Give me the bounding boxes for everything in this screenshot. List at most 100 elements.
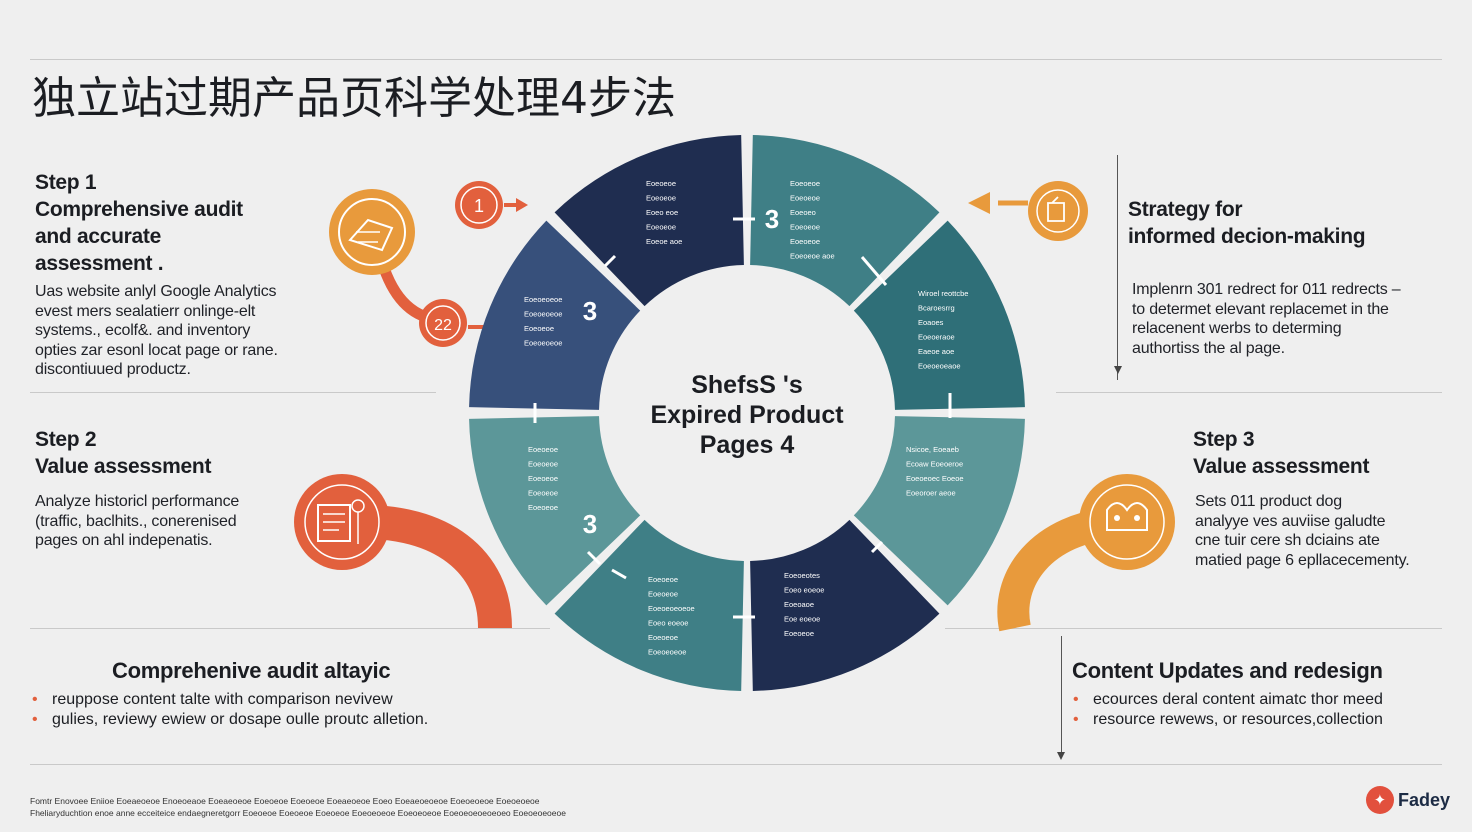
segment-text-line: Nsicoe, Eoeaeb bbox=[906, 445, 959, 454]
step2-body-line: Analyze historicl performance bbox=[35, 493, 240, 510]
step2-body-line: (traffic, baclhits., conerenised bbox=[35, 512, 237, 530]
segment-text-line: Eoeoeoeaoe bbox=[918, 362, 961, 371]
segment-number: 3 bbox=[583, 509, 597, 539]
segment-number: 3 bbox=[765, 204, 779, 234]
step2-body-line: pages on ahl indepenatis. bbox=[35, 532, 213, 549]
step2-body: Analyze historicl performance (traffic, … bbox=[35, 492, 239, 551]
brand-name: Fadey bbox=[1397, 789, 1450, 810]
wheel-segment-2 bbox=[853, 220, 1025, 410]
wheel-center bbox=[603, 269, 891, 557]
wheel-segment-4 bbox=[750, 519, 940, 691]
segment-text-line: Eoeoeoe bbox=[524, 324, 554, 333]
step2-label: Step 2 bbox=[35, 428, 97, 451]
right-low-rule bbox=[945, 628, 1442, 629]
segment-text-line: Eoeoeoeoe bbox=[524, 339, 562, 348]
step3-body-line: matied page 6 epllacecementy. bbox=[1195, 551, 1410, 569]
content-vline bbox=[1061, 636, 1062, 756]
segment-text-line: Eoeoeraoe bbox=[918, 333, 955, 342]
svg-text:22: 22 bbox=[434, 317, 452, 334]
step1-heading-line-3: assessment . bbox=[35, 252, 164, 275]
list-item: •gulies, reviewy ewiew or dosape oulle p… bbox=[32, 710, 429, 728]
list-item: •ecources deral content aimatc thor meed bbox=[1073, 691, 1383, 708]
step1-body: Uas website anlyl Google Analytics evest… bbox=[35, 282, 278, 380]
step1-body-line: Uas website anlyl Google Analytics bbox=[35, 283, 277, 300]
center-title-line-2: Expired Product bbox=[650, 401, 844, 429]
segment-text-line: Eoeoeoe bbox=[528, 489, 558, 498]
segment-text-line: Eoeo eoe bbox=[646, 208, 678, 217]
segment-text-line: Eoeoeoe bbox=[790, 223, 820, 232]
segment-text-line: Eoeoeoeoe bbox=[648, 648, 686, 657]
center-title-line-3: Pages 4 bbox=[700, 431, 795, 459]
left-step-marker: 22 bbox=[419, 299, 502, 347]
segment-text-line: Eoeoeoe bbox=[790, 237, 820, 246]
segment-text-line: Ecoaw Eoeoeroe bbox=[906, 460, 963, 469]
wheel-segment-1 bbox=[750, 135, 940, 307]
strategy-marker bbox=[968, 181, 1088, 241]
wheel-segment-6 bbox=[469, 416, 641, 606]
wheel-segment-5 bbox=[554, 519, 744, 691]
bottom-right-bullets: •ecources deral content aimatc thor meed… bbox=[1073, 690, 1383, 729]
replacement-icon bbox=[1079, 474, 1175, 570]
segment-text-line: Eoeoe aoe bbox=[646, 237, 682, 246]
strategy-heading-line-2: informed decion-making bbox=[1128, 225, 1366, 248]
step1-heading-line-2: and accurate bbox=[35, 225, 161, 248]
segment-text-line: Eoeoeoe bbox=[648, 590, 678, 599]
bottom-left-bullets: •reuppose content talte with comparison … bbox=[32, 690, 428, 729]
segment-text-line: Eoeoeoe bbox=[528, 474, 558, 483]
bottom-rule bbox=[30, 764, 1442, 765]
brand-logo[interactable]: ✦ Fadey bbox=[1365, 786, 1450, 814]
segment-text-line: Eoeoeoe bbox=[528, 503, 558, 512]
step1-body-line: opties zar esonl locat page or rane. bbox=[35, 341, 278, 359]
strategy-body-line: Implenrn 301 redrect for 011 redrects – bbox=[1132, 281, 1401, 298]
step3-body: Sets 011 product dog analyye ves auviise… bbox=[1195, 492, 1410, 570]
segment-text-line: Eoeoeoe bbox=[646, 223, 676, 232]
page-title: 独立站过期产品页科学处理4步法 bbox=[32, 73, 676, 124]
step1-body-line: evest mers sealatierr onlinge-elt bbox=[35, 302, 256, 320]
segment-text-line: Eoeo eoeoe bbox=[784, 586, 824, 595]
right-mid-rule bbox=[1056, 392, 1442, 393]
step1-label: Step 1 bbox=[35, 171, 97, 194]
step3-body-line: Sets 011 product dog bbox=[1195, 493, 1342, 510]
strategy-vline bbox=[1117, 155, 1118, 380]
segment-text-line: Eoe eoeoe bbox=[784, 615, 820, 624]
segment-text-line: Eoeoeoeoeoe bbox=[648, 604, 695, 613]
segment-text-line: Eoeoeoe bbox=[790, 179, 820, 188]
footer-line: Fomtr Enovoee Eniioe Eoeaeoeoe Enoeoeaoe… bbox=[30, 796, 540, 806]
audit-icon bbox=[329, 189, 415, 275]
step-one-marker: 1 bbox=[455, 181, 528, 229]
footer-notes: Fomtr Enovoee Eniioe Eoeaeoeoe Enoeoeaoe… bbox=[30, 795, 566, 819]
segment-text-line: Eoeoeoe aoe bbox=[790, 252, 835, 261]
step3-heading: Value assessment bbox=[1193, 455, 1370, 478]
wheel-segment-7 bbox=[469, 220, 641, 410]
step1-body-line: systems., ecolf&. and inventory bbox=[35, 322, 251, 339]
segment-text-line: Eoeo eoeoe bbox=[648, 619, 688, 628]
segment-text-line: Eoeoeoe bbox=[646, 179, 676, 188]
bottom-left-heading: Comprehenive audit altayic bbox=[112, 658, 391, 683]
segment-text-line: Eoeoeoe bbox=[648, 575, 678, 584]
segment-text-line: Eoeoeoeoe bbox=[524, 310, 562, 319]
svg-text:1: 1 bbox=[474, 196, 484, 216]
strategy-body-line: to determet elevant replacemet in the bbox=[1132, 300, 1389, 318]
segment-text-line: Eoeoeo bbox=[790, 208, 816, 217]
step2-heading: Value assessment bbox=[35, 455, 212, 478]
segment-text-line: Eoaoes bbox=[918, 318, 944, 327]
segment-text-line: Eoeoeoe bbox=[646, 194, 676, 203]
segment-text-line: Eoeoeotes bbox=[784, 571, 820, 580]
segment-text-line: Eoeoeoe bbox=[528, 460, 558, 469]
process-wheel bbox=[469, 135, 1025, 691]
step2-block: Step 2 Value assessment bbox=[35, 426, 211, 480]
segment-text-line: Eoeoaoe bbox=[784, 600, 814, 609]
step3-body-line: analyye ves auviise galudte bbox=[1195, 512, 1386, 530]
segment-text-line: Bcaroesrrg bbox=[918, 304, 955, 313]
brand-mark-icon: ✦ bbox=[1365, 786, 1394, 814]
segment-text-line: Eoeoeoec Eoeoe bbox=[906, 474, 964, 483]
segment-text-line: Eoeoeoe bbox=[784, 629, 814, 638]
wheel-segment-3 bbox=[853, 416, 1025, 606]
step1-heading-line-1: Comprehensive audit bbox=[35, 198, 243, 221]
strategy-block: Strategy for informed decion-making bbox=[1128, 196, 1366, 250]
segment-number: 3 bbox=[583, 296, 597, 326]
left-mid-rule bbox=[30, 392, 436, 393]
segment-text-line: Eoeoeoe bbox=[528, 445, 558, 454]
bottom-right-heading: Content Updates and redesign bbox=[1072, 658, 1383, 683]
